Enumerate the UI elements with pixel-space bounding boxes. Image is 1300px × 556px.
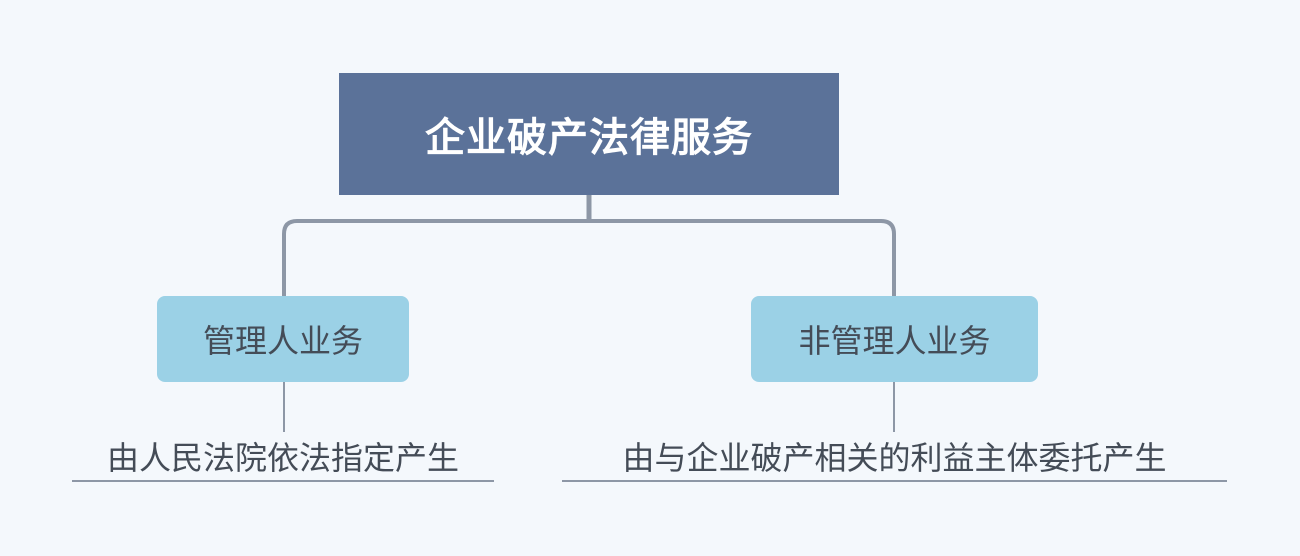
branch-bracket-line <box>282 219 896 296</box>
branch-node-administrator: 管理人业务 <box>157 296 409 382</box>
root-node: 企业破产法律服务 <box>339 73 839 195</box>
branch-node-label: 管理人业务 <box>202 322 363 360</box>
leaf-node-administrator-detail: 由人民法院依法指定产生 <box>72 432 494 482</box>
leaf-node-non-administrator-detail: 由与企业破产相关的利益主体委托产生 <box>562 432 1227 482</box>
leaf-node-label: 由人民法院依法指定产生 <box>106 439 459 477</box>
branch-node-label: 非管理人业务 <box>798 322 991 360</box>
root-node-label: 企业破产法律服务 <box>425 115 753 161</box>
branch-node-non-administrator: 非管理人业务 <box>751 296 1038 382</box>
leaf-node-label: 由与企业破产相关的利益主体委托产生 <box>622 439 1167 477</box>
